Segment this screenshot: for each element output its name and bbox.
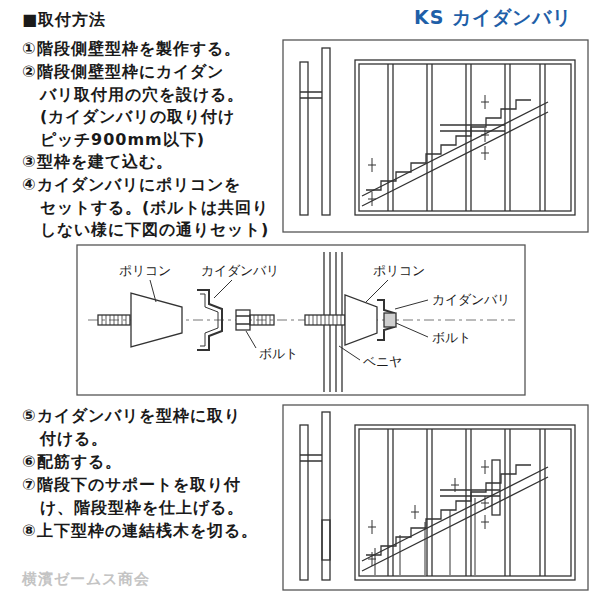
- part-label: ポリコン: [118, 263, 172, 279]
- product-name: KS カイダンバリ: [414, 6, 572, 29]
- step-text: ⑦階段下のサポートを取り付 け、階段型枠を仕上げる。: [22, 474, 280, 519]
- watermark: 横濱ゼームス商会: [22, 568, 150, 591]
- step-text: ②階段側壁型枠にカイダン バリ取付用の穴を設ける。: [22, 61, 280, 106]
- part-label: ベニヤ: [362, 354, 403, 370]
- step-text: ③型枠を建て込む。: [22, 151, 280, 174]
- part-label: ポリコン: [372, 263, 426, 279]
- step-text: ⑥配筋する。: [22, 451, 280, 474]
- step-note: (カイダンバリの取り付け ピッチ900mm以下): [40, 106, 280, 151]
- step-text: ⑤カイダンバリを型枠に取り 付ける。: [22, 405, 280, 450]
- part-label: ボルト: [258, 346, 299, 362]
- part-label: ボルト: [431, 330, 472, 346]
- step-text: ④カイダンバリにポリコンを セットする。(ボルトは共回り しない様に下図の通りセ…: [22, 174, 280, 242]
- step-text: ⑧上下型枠の連結桟木を切る。: [22, 520, 280, 543]
- step-text: ①階段側壁型枠を製作する。: [22, 38, 280, 61]
- part-label: カイダンバリ: [200, 263, 280, 279]
- part-label: カイダンバリ: [431, 292, 511, 308]
- section-heading: ■取付方法: [22, 9, 106, 32]
